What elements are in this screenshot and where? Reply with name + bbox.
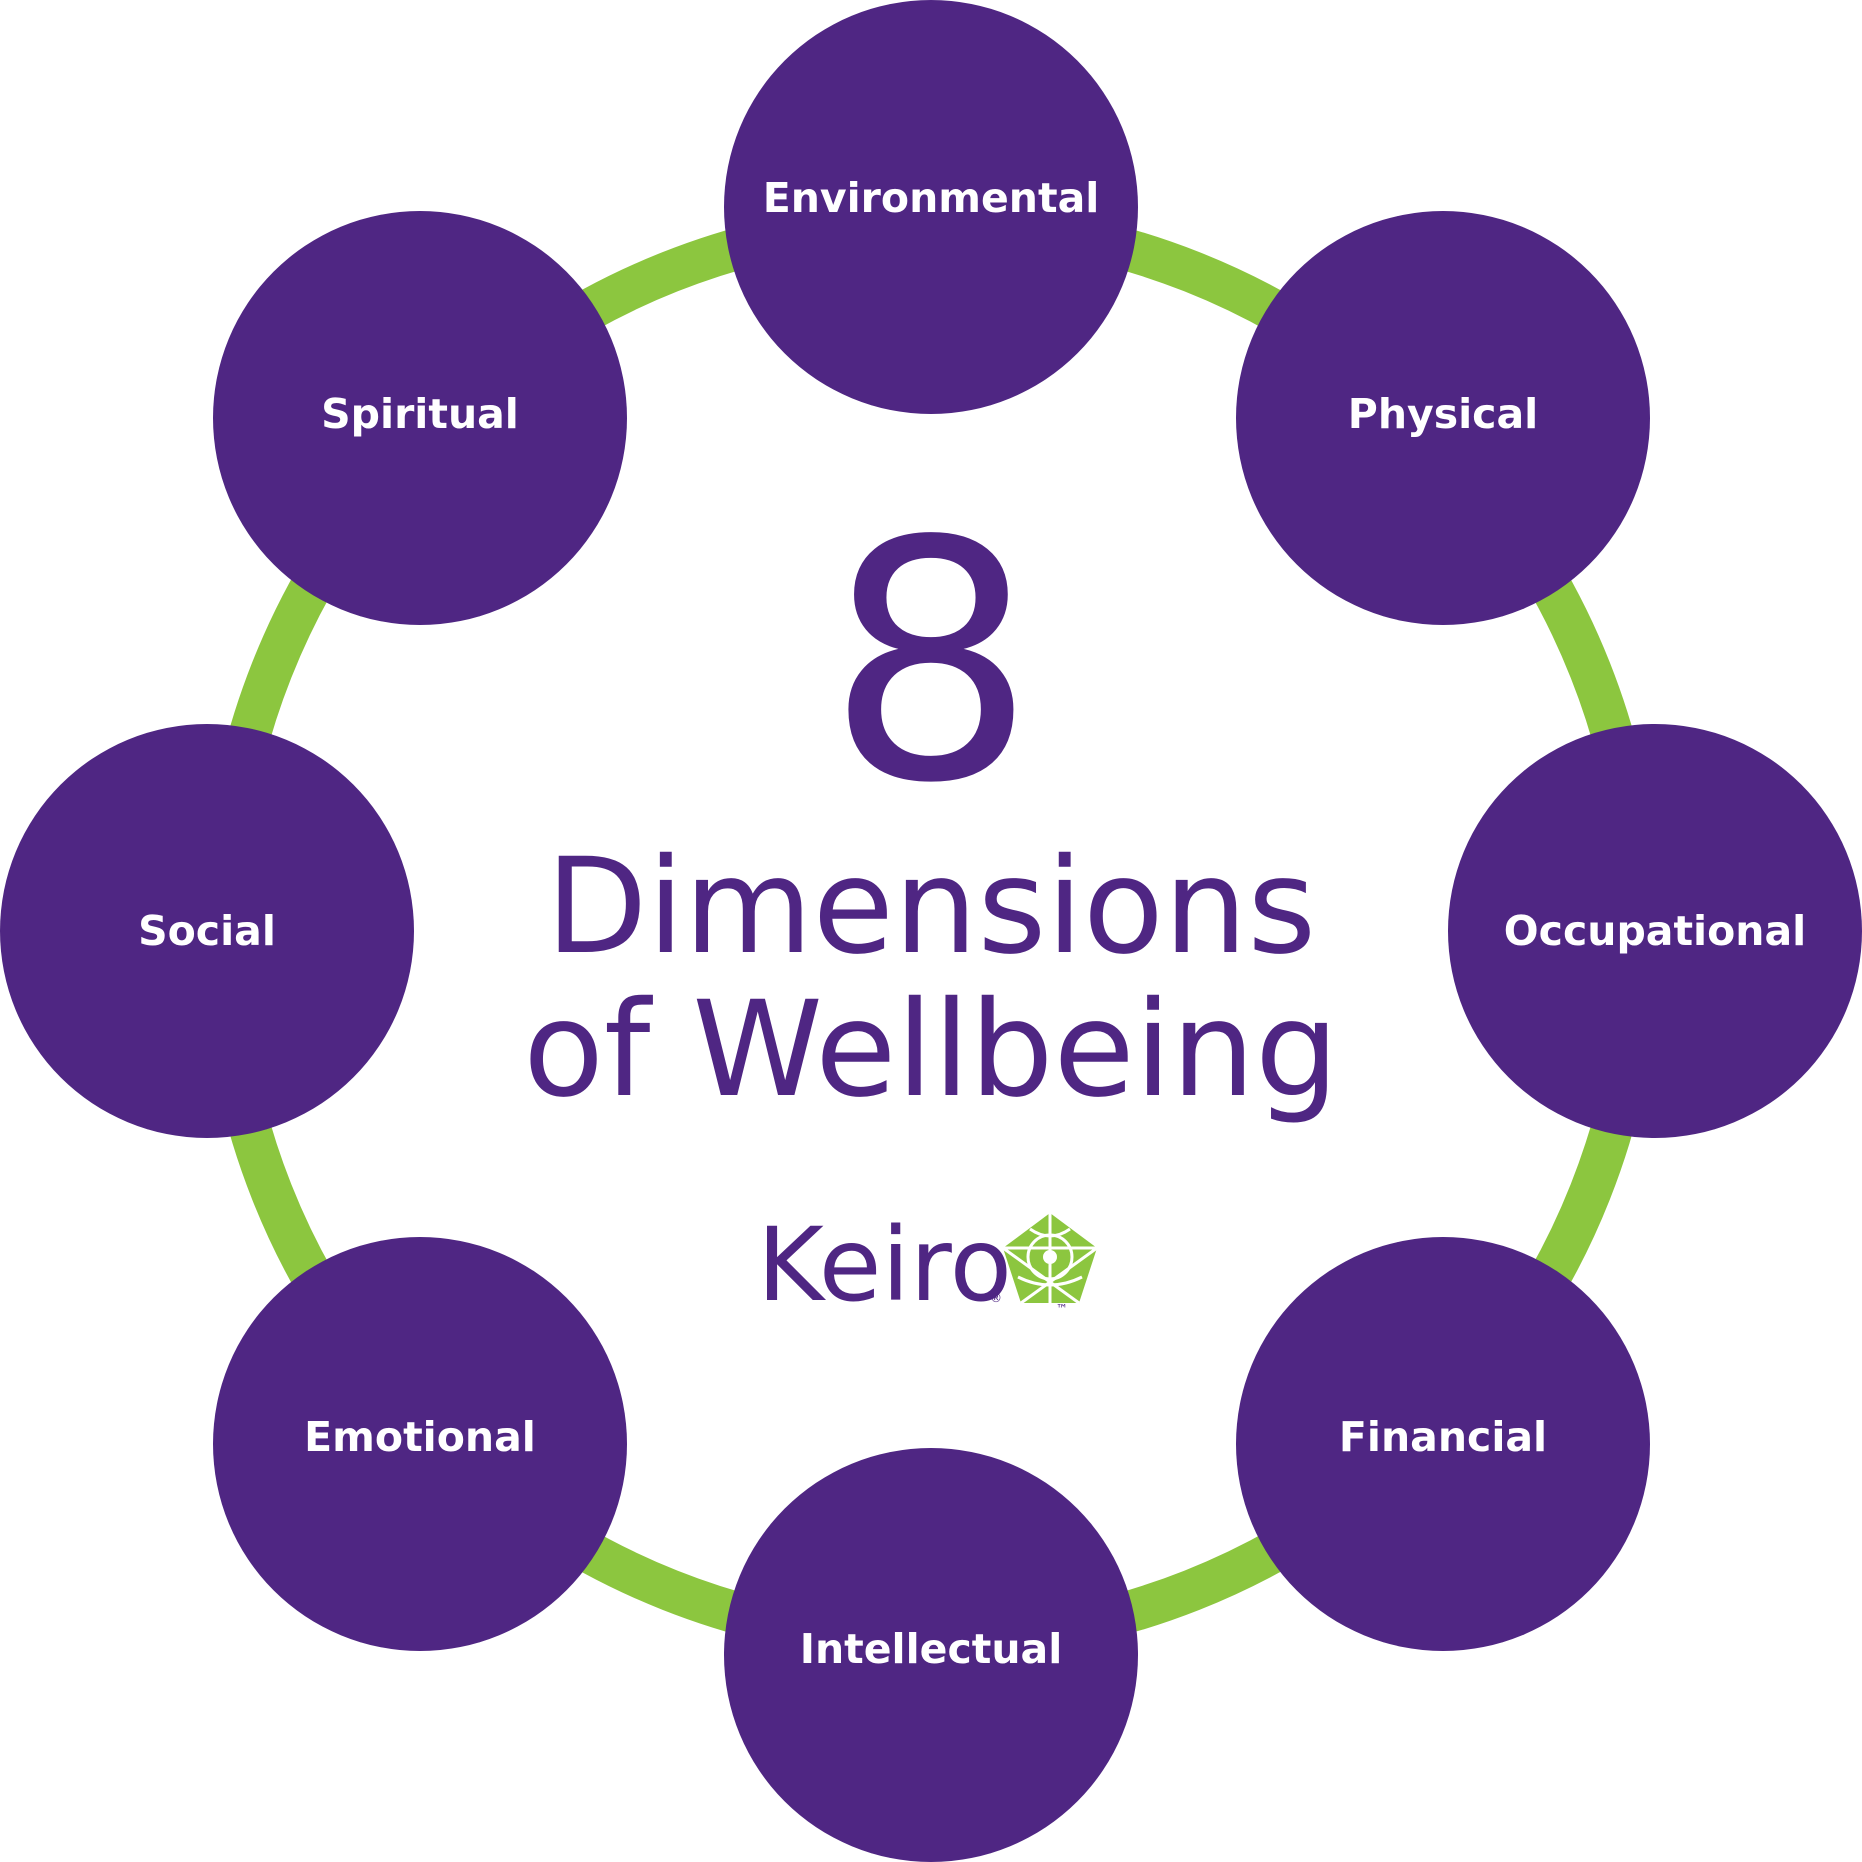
dimension-node-emotional: Emotional [213,1237,627,1651]
node-circle [1236,211,1650,625]
node-label: Financial [1339,1413,1547,1461]
node-circle [724,1448,1138,1862]
keiro-emblem-icon [1002,1213,1098,1305]
dimension-node-social: Social [0,724,414,1138]
logo-wordmark: Keiro [757,1206,1012,1325]
node-circle [1448,724,1862,1138]
node-label: Physical [1348,390,1538,438]
node-circle [0,724,414,1138]
node-label: Emotional [304,1413,536,1461]
center-number: 8 [826,471,1036,855]
trademark-symbol: ™ [1056,1302,1068,1316]
keiro-logo: Keiro ® ™ [757,1206,1098,1325]
node-label: Intellectual [800,1625,1063,1673]
dimension-node-spiritual: Spiritual [213,211,627,625]
dimension-node-intellectual: Intellectual [724,1448,1138,1862]
node-circle [1236,1237,1650,1651]
node-label: Social [138,907,276,955]
dimension-node-occupational: Occupational [1448,724,1862,1138]
dimension-node-environmental: Environmental [724,0,1138,414]
registered-mark: ® [990,1291,1002,1305]
node-circle [213,1237,627,1651]
node-label: Occupational [1504,907,1806,955]
node-circle [724,0,1138,414]
title-line-2: of Wellbeing [523,973,1339,1127]
dimension-node-physical: Physical [1236,211,1650,625]
node-circle [213,211,627,625]
node-label: Spiritual [321,390,519,438]
node-label: Environmental [763,174,1100,222]
title-line-1: Dimensions [546,830,1316,984]
dimension-node-financial: Financial [1236,1237,1650,1651]
